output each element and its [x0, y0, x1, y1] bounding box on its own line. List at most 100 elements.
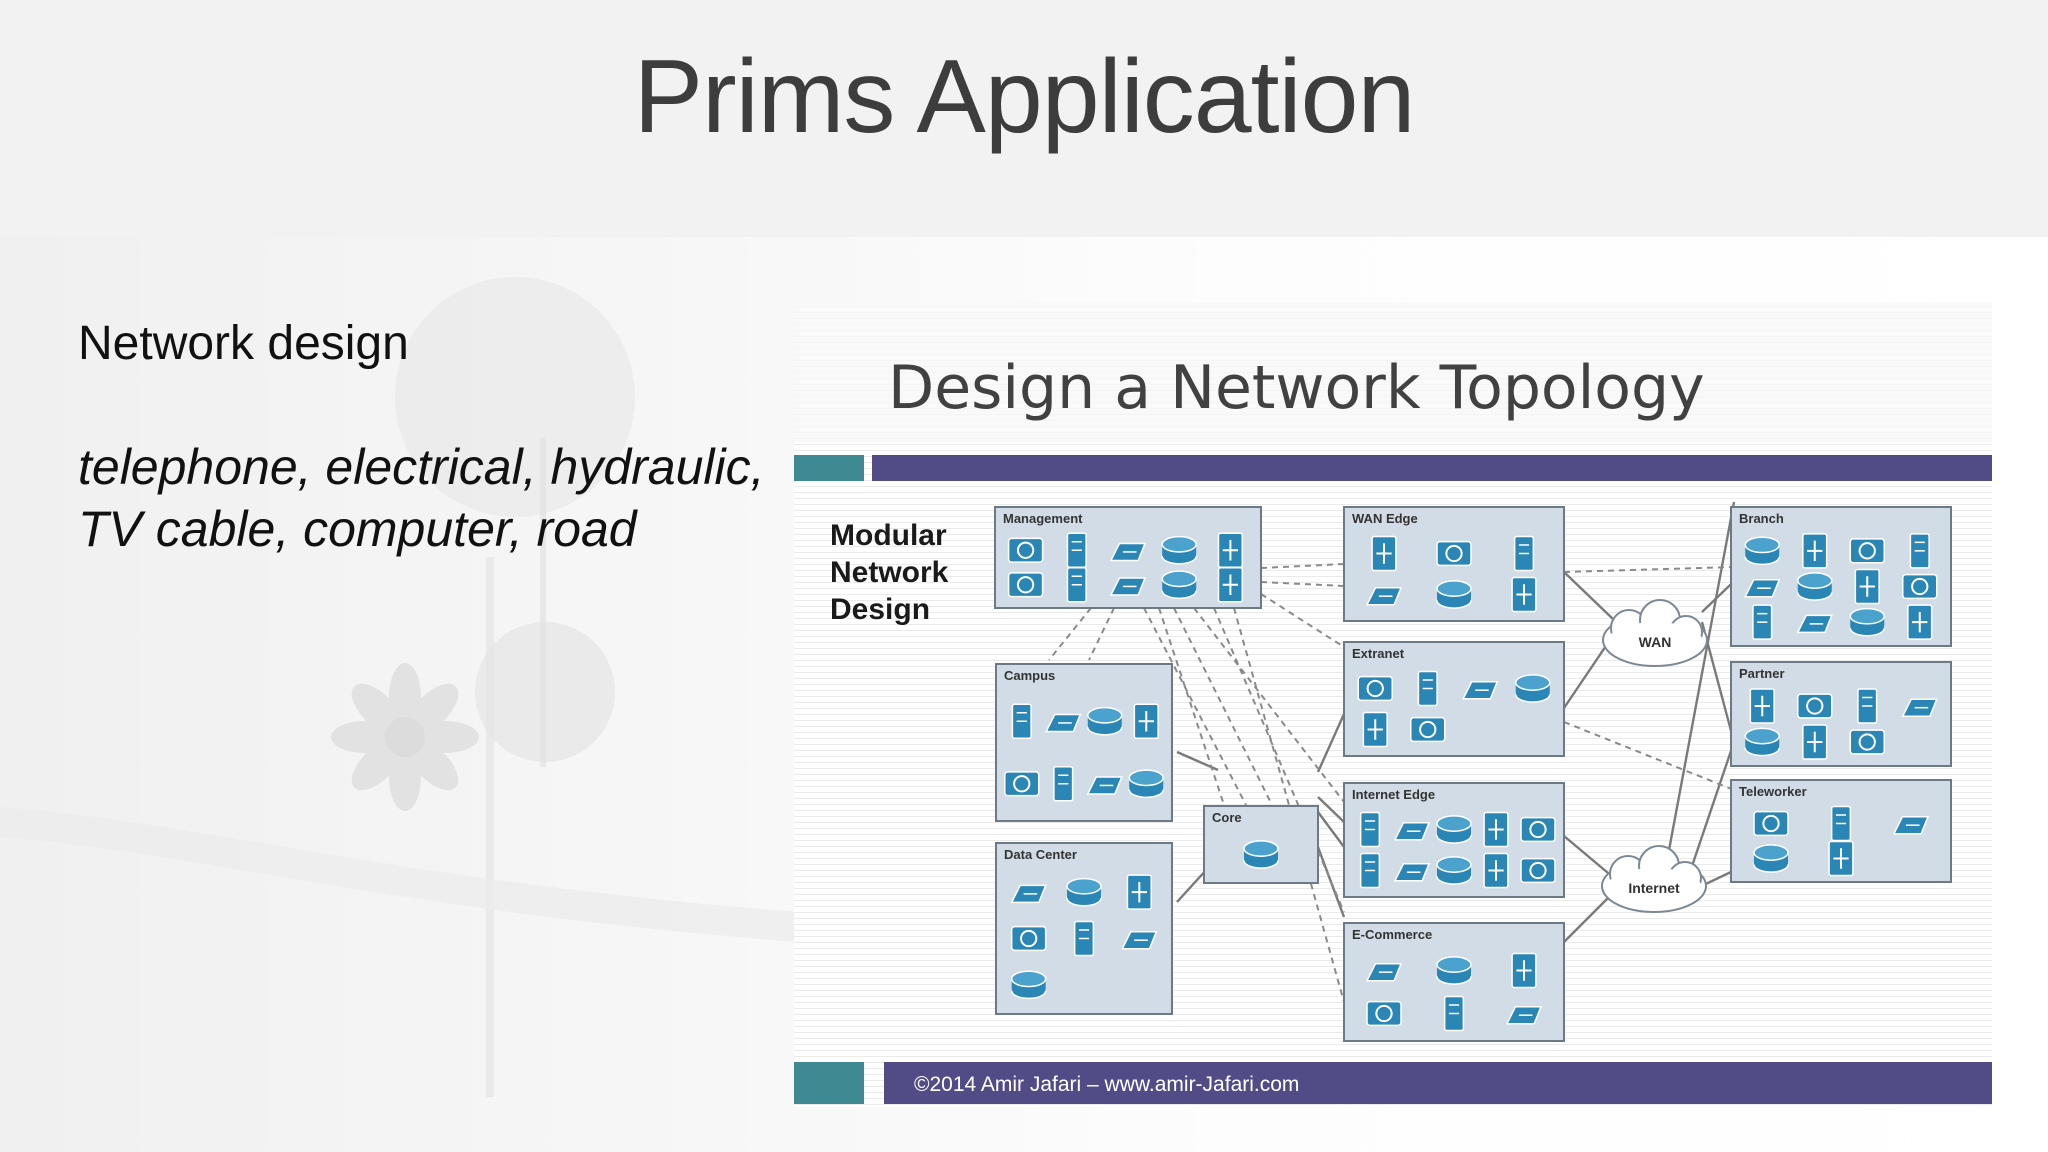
network-device-icon	[1744, 578, 1781, 598]
network-device-icon	[1907, 604, 1933, 640]
network-device-icon	[1004, 771, 1040, 797]
background-decoration	[0, 277, 800, 1097]
network-device-icon	[1053, 766, 1074, 802]
network-device-icon	[1797, 572, 1833, 601]
datacenter-module: Data Center	[995, 842, 1173, 1015]
network-device-icon	[1909, 533, 1930, 569]
network-device-icon	[1133, 703, 1159, 739]
network-device-icon	[1436, 540, 1472, 567]
partner-module-label: Partner	[1739, 666, 1785, 681]
network-device-icon	[1796, 614, 1833, 634]
network-device-icon	[1410, 716, 1446, 743]
network-device-icon	[1802, 533, 1828, 569]
network-device-icon	[1161, 570, 1197, 600]
ecommerce-module-label: E-Commerce	[1352, 927, 1432, 942]
network-device-icon	[1066, 532, 1087, 568]
branch-module: Branch	[1730, 506, 1952, 647]
core-module-label: Core	[1212, 810, 1242, 825]
network-device-icon	[1749, 688, 1775, 724]
teleworker-module: Teleworker	[1730, 779, 1952, 883]
top-accent-teal	[794, 455, 864, 481]
network-device-icon	[1892, 815, 1930, 835]
network-device-icon	[1830, 805, 1852, 842]
network-device-icon	[1128, 769, 1164, 799]
title-band	[0, 0, 2048, 237]
network-device-icon	[1086, 776, 1123, 795]
network-device-icon	[1066, 567, 1087, 603]
network-device-icon	[1744, 536, 1780, 566]
network-device-icon	[1520, 816, 1556, 843]
network-device-icon	[1066, 877, 1102, 907]
network-device-icon	[1045, 713, 1082, 733]
network-device-icon	[1366, 1000, 1402, 1027]
network-device-icon	[1109, 542, 1147, 562]
network-device-icon	[1359, 852, 1381, 889]
network-device-icon	[1217, 567, 1244, 603]
campus-module: Campus	[995, 663, 1173, 822]
network-device-icon	[1753, 810, 1789, 837]
network-device-icon	[1109, 577, 1147, 596]
network-device-icon	[1436, 856, 1472, 885]
slide-title: Prims Application	[633, 39, 1416, 155]
network-device-icon	[1073, 920, 1095, 957]
bullet-examples: telephone, electrical, hydraulic, TV cab…	[78, 439, 765, 557]
wan-cloud: WAN	[1602, 599, 1708, 667]
network-device-icon	[1007, 537, 1044, 563]
network-device-icon	[1802, 724, 1828, 760]
topology-image: Design a Network Topology ©2014 Amir Jaf…	[794, 302, 1992, 1107]
network-device-icon	[1849, 538, 1885, 564]
network-device-icon	[1126, 874, 1152, 910]
management-module-label: Management	[1003, 511, 1083, 526]
internetedge-module: Internet Edge	[1343, 782, 1565, 898]
network-device-icon	[1217, 532, 1244, 568]
network-device-icon	[1362, 711, 1388, 748]
network-device-icon	[1797, 693, 1833, 719]
diagram-heading: Design a Network Topology	[888, 353, 1705, 423]
network-device-icon	[1393, 862, 1431, 882]
network-device-icon	[1462, 680, 1499, 700]
network-device-icon	[1007, 572, 1044, 598]
network-device-icon	[1753, 844, 1789, 873]
network-device-icon	[1752, 604, 1773, 640]
core-module: Core	[1203, 805, 1319, 884]
bottom-accent-purple	[884, 1062, 1992, 1104]
network-device-icon	[1511, 576, 1537, 613]
wanedge-module: WAN Edge	[1343, 506, 1565, 622]
network-device-icon	[1417, 670, 1438, 707]
network-device-icon	[1357, 675, 1393, 702]
side-label-line: Modular	[830, 519, 947, 552]
network-device-icon	[1365, 962, 1403, 982]
network-device-icon	[1520, 857, 1556, 884]
network-device-icon	[1087, 706, 1123, 736]
campus-module-label: Campus	[1004, 668, 1055, 683]
side-label-line: Design	[830, 593, 930, 626]
topology-clouds: WAN Internet	[1601, 599, 1708, 913]
wan-cloud-label: WAN	[1639, 634, 1672, 650]
network-device-icon	[1513, 535, 1535, 572]
top-accent-purple	[872, 455, 1992, 481]
network-device-icon	[1161, 535, 1197, 565]
bottom-accent-teal	[794, 1062, 864, 1104]
network-device-icon	[1511, 952, 1537, 989]
topology-links	[1048, 501, 1753, 1003]
side-label-line: Network	[830, 556, 949, 589]
network-device-icon	[1365, 586, 1403, 606]
datacenter-module-label: Data Center	[1004, 847, 1077, 862]
network-device-icon	[1243, 840, 1279, 869]
network-device-icon	[1515, 674, 1551, 703]
network-device-icon	[1436, 580, 1472, 609]
network-device-icon	[1010, 884, 1047, 904]
network-device-icon	[1393, 821, 1431, 841]
network-device-icon	[1371, 535, 1397, 572]
network-device-icon	[1744, 727, 1780, 757]
teleworker-module-label: Teleworker	[1739, 784, 1807, 799]
partner-module: Partner	[1730, 661, 1952, 767]
network-device-icon	[1854, 568, 1880, 605]
internet-cloud-label: Internet	[1628, 880, 1680, 896]
network-device-icon	[1011, 703, 1032, 739]
extranet-module-label: Extranet	[1352, 646, 1405, 661]
network-device-icon	[1436, 815, 1472, 844]
side-label: Modular Network Design	[830, 519, 949, 626]
management-module: Management	[994, 506, 1262, 609]
